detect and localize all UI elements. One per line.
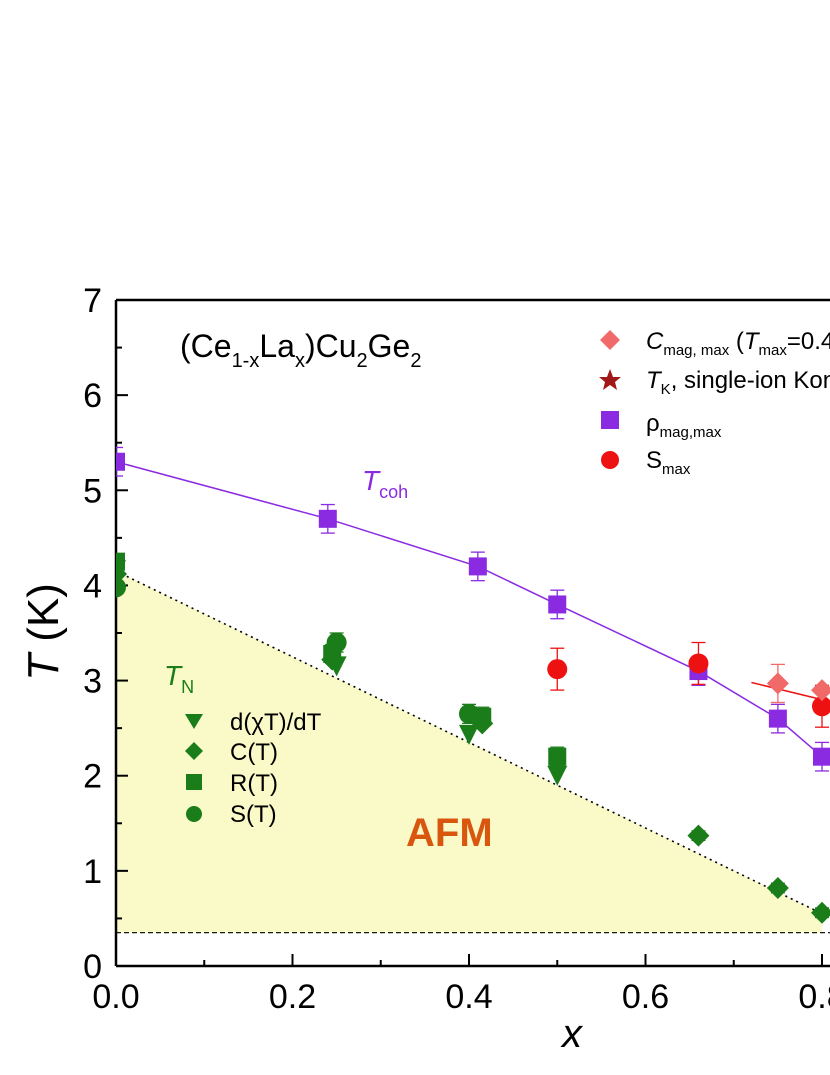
x-tick-label: 0.6 <box>622 978 669 1016</box>
smax-point <box>688 653 709 674</box>
afm-label: AFM <box>406 811 493 855</box>
-mag-max-point <box>548 595 567 614</box>
y-tick-label: 3 <box>83 663 102 701</box>
smax-point <box>547 659 568 680</box>
x-tick-label: 0.0 <box>92 978 139 1016</box>
legend-marker-smax <box>601 451 619 469</box>
y-axis-label: T (K) <box>19 583 68 681</box>
legend-upper: Cmag, max (Tmax=0.4 TK, single-ion Kon ρ… <box>599 328 830 478</box>
c-t--point <box>811 901 830 924</box>
y-tick-label: 2 <box>83 758 102 796</box>
y-tick-label: 4 <box>83 567 102 605</box>
legend-marker-ct <box>185 742 203 760</box>
r-t--point <box>116 552 125 571</box>
legend-marker-st <box>186 806 202 822</box>
legend-marker-tk-star <box>599 369 621 390</box>
-mag-max-point <box>318 509 337 528</box>
y-tick-label: 7 <box>83 282 102 320</box>
legend-label-rt: R(T) <box>230 770 278 797</box>
smax-trend-line <box>751 681 823 701</box>
d-t-dt-point <box>459 724 479 745</box>
s-t--point <box>459 703 479 724</box>
-mag-max-point <box>813 747 830 766</box>
legend-label-st: S(T) <box>230 801 277 828</box>
y-tick-label: 6 <box>83 377 102 415</box>
r-t--point <box>548 747 567 766</box>
smax-point <box>812 696 830 717</box>
y-tick-label: 1 <box>83 853 102 891</box>
x-axis-label: x <box>560 1012 584 1056</box>
legend-marker-rho <box>601 411 619 429</box>
c-t--point <box>766 876 789 899</box>
cmag-max-point <box>766 672 789 695</box>
tick-labels: 0 1 2 3 4 5 6 7 0.0 0.2 0.4 0.6 0.8 <box>83 282 830 1016</box>
legend-marker-dchi <box>185 714 203 729</box>
-mag-max-point <box>768 709 787 728</box>
s-t--point <box>326 632 347 653</box>
y-tick-label: 5 <box>83 472 102 510</box>
tcoh-label: Tcoh <box>362 465 408 502</box>
legend-label-smax: Smax <box>646 447 691 478</box>
cmag-max-point <box>811 679 830 702</box>
legend-marker-rt <box>186 774 202 790</box>
legend-marker-cmag <box>600 330 620 350</box>
legend-tn: d(χT)/dT C(T) R(T) S(T) <box>185 709 322 828</box>
legend-label-cmag: Cmag, max (Tmax=0.4 <box>646 328 830 359</box>
-mag-max-point <box>116 452 125 471</box>
legend-label-ct: C(T) <box>230 739 278 766</box>
x-tick-label: 0.8 <box>798 978 830 1016</box>
-mag-max-point <box>468 557 487 576</box>
data-points <box>116 452 830 924</box>
legend-label-tk: TK, single-ion Kon <box>646 367 830 398</box>
tn-label: TN <box>164 660 194 697</box>
axis-ticks <box>115 299 823 967</box>
c-t--point <box>687 824 710 847</box>
x-tick-label: 0.2 <box>269 978 316 1016</box>
compound-formula: (Ce1-xLax)Cu2Ge2 <box>180 328 421 372</box>
legend-label-rho: ρmag,max <box>646 410 722 441</box>
y-tick-label: 0 <box>83 948 102 986</box>
afm-region <box>116 571 822 933</box>
d-t-dt-point <box>547 765 568 786</box>
x-tick-label: 0.4 <box>445 978 492 1016</box>
legend-label-dchi: d(χT)/dT <box>230 709 322 736</box>
s-t--point <box>116 577 126 598</box>
